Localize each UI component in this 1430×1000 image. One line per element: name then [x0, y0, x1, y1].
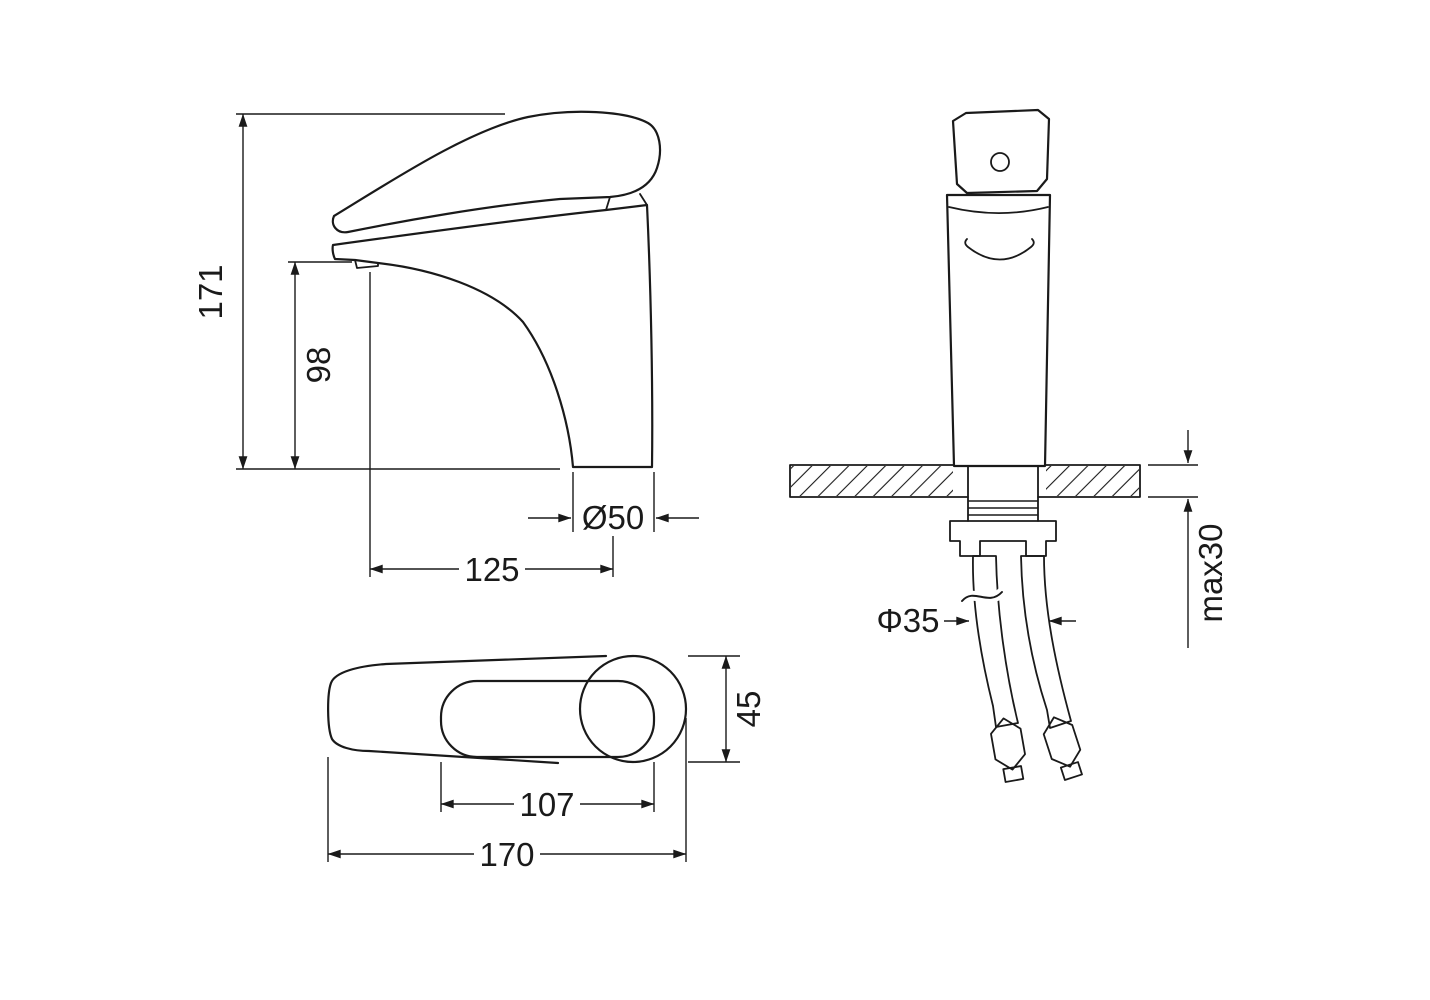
hose-right [1020, 555, 1072, 729]
lever-top-outline [439, 679, 656, 759]
label-body-width: 45 [730, 691, 767, 728]
top-view [327, 654, 688, 765]
handle-side-profile [331, 110, 662, 234]
label-mask [474, 836, 540, 871]
dim-max-thickness: max30 [1148, 430, 1229, 648]
label-mask [459, 551, 525, 586]
hose-fitting-left [990, 717, 1026, 783]
label-total-height: 171 [192, 264, 229, 319]
dim-body-width: 45 [688, 655, 767, 763]
hose-left [972, 555, 1019, 728]
mounting-nut [949, 520, 1057, 557]
label-spout-reach: 125 [464, 551, 519, 588]
dim-total-length: 170 [327, 718, 687, 873]
label-spout-height: 98 [300, 347, 337, 384]
side-view [331, 110, 662, 469]
dim-base-diameter: Ø50 [528, 472, 699, 536]
counter-hatch-left [791, 466, 953, 496]
label-max-thickness: max30 [1192, 523, 1229, 622]
fitting-hex [990, 717, 1026, 771]
label-mask [514, 786, 580, 821]
fitting-cap [1002, 765, 1025, 783]
counter-hatch-right [1046, 466, 1139, 496]
handle-indicator-dot [990, 152, 1010, 172]
hose-break-symbol [961, 591, 1003, 602]
body-side-profile [331, 203, 654, 469]
countertop-section [789, 464, 1141, 498]
spout-smile-detail [964, 238, 1035, 261]
shank-sides [967, 465, 1039, 522]
dim-spout-reach: 125 [369, 272, 614, 588]
hose-fitting-right [1042, 716, 1083, 781]
label-lever-length: 107 [519, 786, 574, 823]
supply-hoses [957, 555, 1083, 783]
dim-hole-diameter: Φ35 [876, 602, 1076, 639]
mounting-shank [949, 465, 1057, 557]
dim-lever-length: 107 [440, 762, 655, 823]
fitting-hex [1042, 716, 1082, 768]
handle-front-outline [951, 108, 1051, 195]
aerator-detail [354, 259, 379, 269]
label-hole-diameter: Φ35 [876, 602, 939, 639]
shank-threads [968, 500, 1038, 516]
body-front-outline [945, 193, 1052, 468]
handle-neck-seam [605, 193, 648, 211]
dim-spout-height: 98 [288, 261, 352, 470]
body-top-circle [578, 654, 688, 764]
label-total-length: 170 [479, 836, 534, 873]
front-view [789, 108, 1141, 783]
fitting-cap [1059, 761, 1083, 781]
handle-top-outline [327, 654, 608, 765]
collar-seam [948, 206, 1049, 214]
dim-total-height: 171 [192, 113, 560, 470]
counter-outline [789, 464, 1141, 498]
label-base-diameter: Ø50 [582, 499, 644, 536]
